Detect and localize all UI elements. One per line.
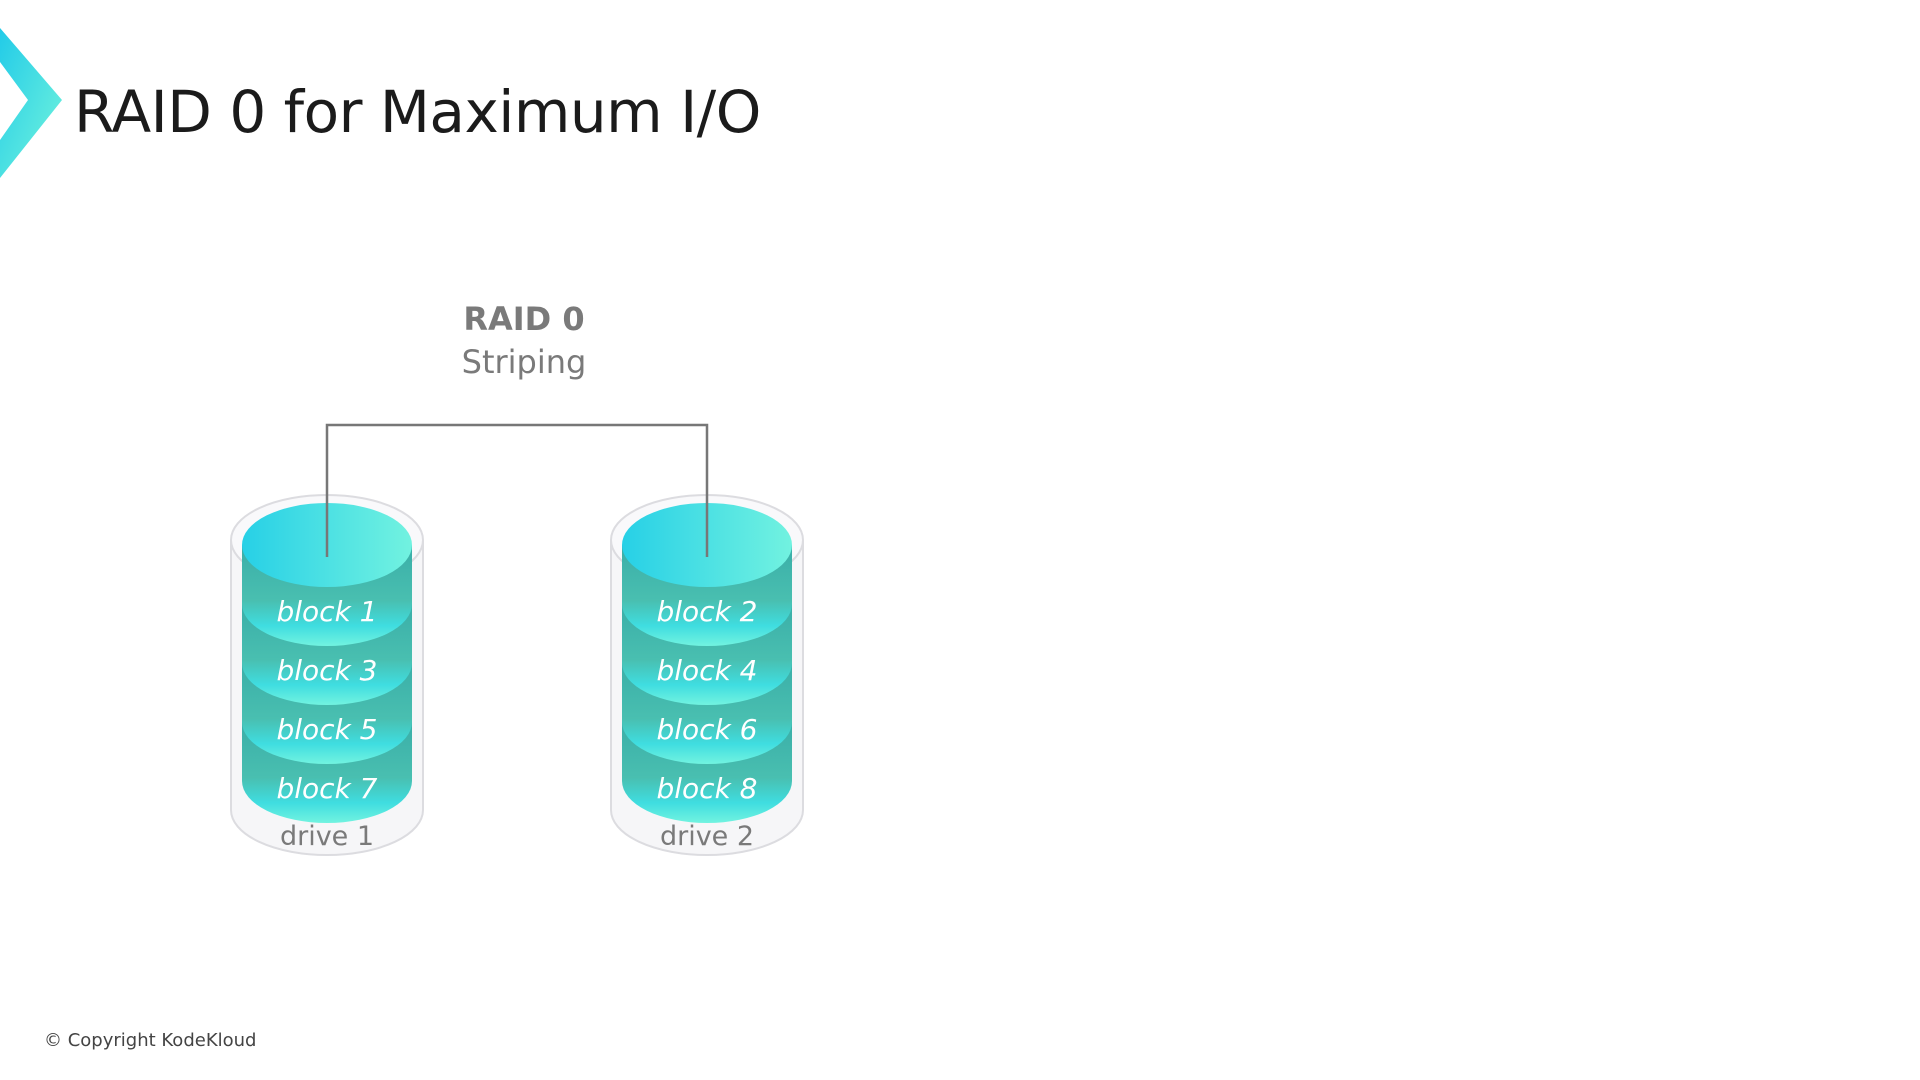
block-label: block 7 — [276, 772, 377, 805]
logo-chevron-icon — [0, 28, 62, 178]
block-label: block 6 — [656, 713, 757, 746]
drives-group: block 1 block 3 block 5 block 7 drive 1 block… — [230, 494, 804, 856]
block-label: block 5 — [276, 713, 377, 746]
drive-2: block 2 block 4 block 6 block 8 drive 2 — [610, 494, 804, 856]
block-label: block 2 — [656, 595, 757, 628]
raid-connector-line — [325, 423, 709, 557]
raid-label: RAID 0 — [463, 300, 584, 338]
page-title: RAID 0 for Maximum I/O — [74, 78, 761, 146]
raid-subtitle: Striping — [462, 343, 587, 381]
copyright-text: © Copyright KodeKloud — [44, 1030, 257, 1051]
block-label: block 4 — [656, 654, 757, 687]
block-label: block 1 — [276, 595, 377, 628]
drive-label: drive 2 — [660, 821, 754, 852]
block-label: block 8 — [656, 772, 757, 805]
block-label: block 3 — [276, 654, 377, 687]
drive-label: drive 1 — [280, 821, 374, 852]
